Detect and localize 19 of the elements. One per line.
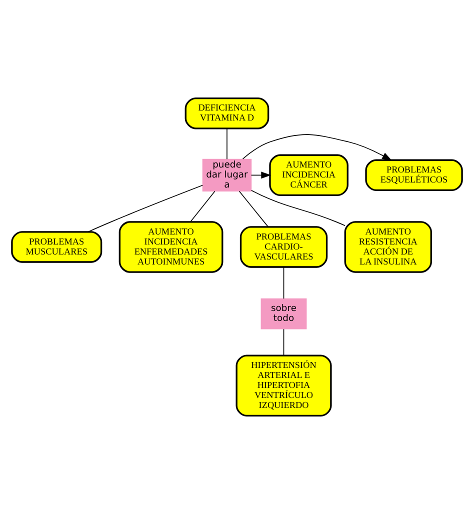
node-box: HIPERTENSIÓN ARTERIAL E HIPERTOFIA VENTRÍCULO IZQUIERDO [236, 354, 332, 416]
connector [88, 184, 204, 232]
node-box: sobre todo [260, 298, 307, 329]
node-box: PROBLEMAS ESQUELÉTICOS [365, 158, 463, 191]
node-box: AUMENTO RESISTENCIA ACCIÓN DE LA INSULINA [344, 220, 432, 272]
connector [250, 189, 346, 226]
node-box: PROBLEMAS CARDIO- VASCULARES [240, 226, 328, 268]
node-box: DEFICIENCIA VITAMINA D [184, 97, 270, 129]
node-box: puede dar lugar a [202, 158, 252, 191]
node-box: AUMENTO INCIDENCIA ENFERMEDADES AUTOINMUNES [118, 220, 224, 272]
arrow [250, 171, 272, 178]
connector [226, 128, 228, 160]
connector [238, 190, 268, 227]
connector [190, 190, 216, 222]
arrow [242, 134, 392, 160]
connector [283, 328, 284, 356]
node-box: AUMENTO INCIDENCIA CÁNCER [269, 154, 348, 196]
connector [283, 266, 284, 299]
node-box: PROBLEMAS MUSCULARES [11, 230, 102, 262]
